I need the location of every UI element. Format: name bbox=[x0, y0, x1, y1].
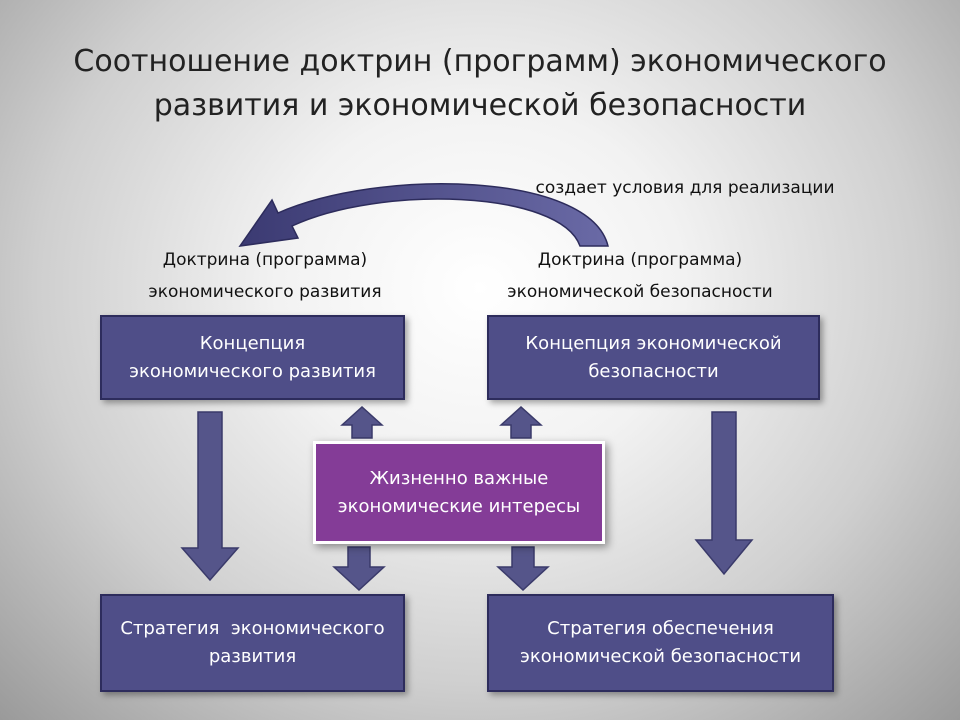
doctrine-security-caption: Доктрина (программа) экономической безоп… bbox=[470, 244, 810, 308]
slide-title: Соотношение доктрин (программ) экономиче… bbox=[73, 44, 887, 123]
vital-interests-line2: экономические интересы bbox=[337, 495, 581, 517]
arrow-up-right bbox=[499, 405, 543, 439]
doctrine-security-line1: Доктрина (программа) bbox=[537, 250, 743, 270]
concept-development-line1: Концепция bbox=[199, 332, 306, 354]
arrow-down-right bbox=[694, 411, 754, 576]
concept-development-box: Концепция экономического развития bbox=[100, 315, 405, 400]
strategy-development-line1: Стратегия экономического bbox=[120, 618, 385, 639]
strategy-security-line2: экономической безопасности bbox=[519, 646, 802, 667]
strategy-development-line2: развития bbox=[208, 646, 297, 667]
doctrine-development-caption: Доктрина (программа) экономического разв… bbox=[100, 244, 430, 308]
arrow-down-center-left bbox=[332, 546, 386, 592]
vital-interests-line1: Жизненно важные bbox=[369, 467, 549, 489]
concept-security-line1: Концепция экономической bbox=[525, 332, 782, 354]
concept-security-box: Концепция экономической безопасности bbox=[487, 315, 820, 400]
strategy-security-line1: Стратегия обеспечения bbox=[547, 618, 774, 639]
doctrine-development-line1: Доктрина (программа) bbox=[162, 250, 368, 270]
vital-interests-box: Жизненно важные экономические интересы bbox=[313, 441, 605, 544]
doctrine-security-line2: экономической безопасности bbox=[507, 282, 773, 302]
strategy-security-box: Стратегия обеспечения экономической безо… bbox=[487, 594, 834, 692]
curved-arrow bbox=[238, 183, 609, 247]
arrow-down-center-right bbox=[496, 546, 550, 592]
strategy-development-box: Стратегия экономического развития bbox=[100, 594, 405, 692]
arrow-down-left bbox=[180, 411, 240, 582]
doctrine-development-line2: экономического развития bbox=[148, 282, 382, 302]
arc-label: создает условия для реализации bbox=[535, 178, 835, 198]
arrow-up-left bbox=[340, 405, 384, 439]
concept-security-line2: безопасности bbox=[588, 360, 719, 382]
concept-development-line2: экономического развития bbox=[129, 360, 376, 382]
